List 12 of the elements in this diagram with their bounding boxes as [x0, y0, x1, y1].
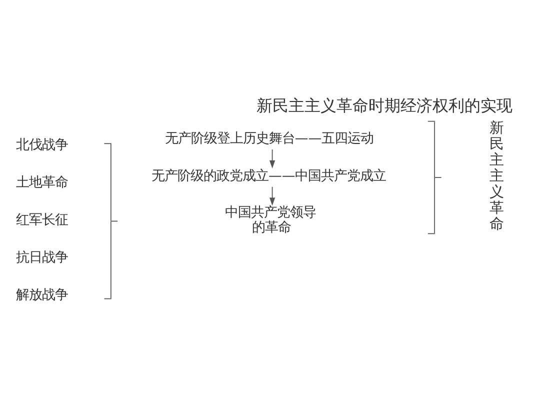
label: 北伐战争	[16, 138, 68, 153]
node-text: 无产阶级的政党成立——中国共产党成立	[151, 169, 386, 184]
label: 土地革命	[16, 175, 68, 190]
node-text: 中国共产党领导的革命	[225, 205, 316, 236]
arrow	[269, 186, 276, 206]
node-text: 无产阶级登上历史舞台——五四运动	[164, 132, 374, 147]
arrow	[269, 149, 276, 168]
label: 抗日战争	[16, 250, 68, 266]
label: 红军长征	[16, 212, 68, 228]
label: 解放战争	[16, 288, 68, 303]
label: 新民主主义革命	[489, 120, 504, 233]
diagram-title: 新民主主义革命时期经济权利的实现	[256, 96, 513, 115]
